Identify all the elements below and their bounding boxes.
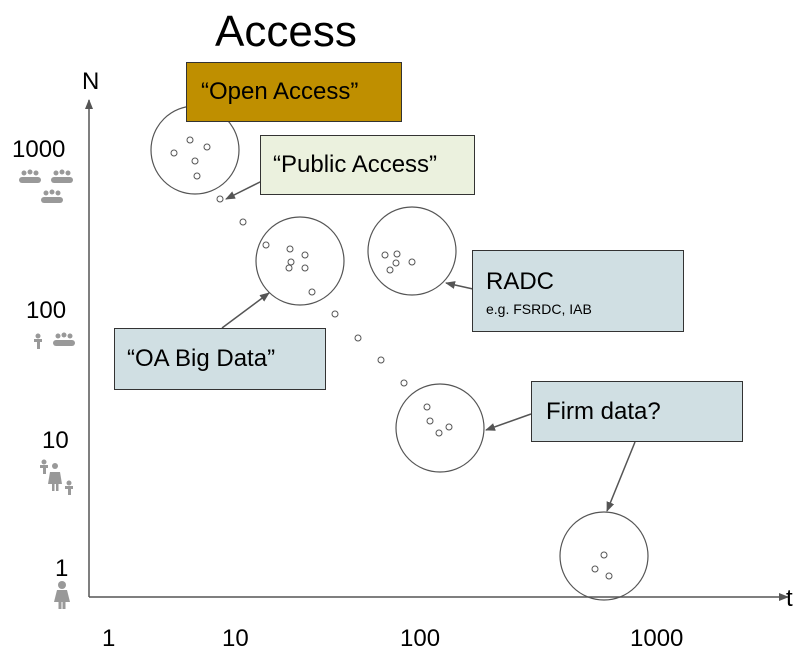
radc-box: RADC e.g. FSRDC, IAB [472, 250, 684, 332]
open-access-box: “Open Access” [186, 62, 402, 122]
firm-data-arrow-1 [485, 413, 532, 431]
trend-dots [216, 195, 408, 387]
cluster-dot [408, 258, 416, 266]
y-tick-label: 1 [55, 555, 69, 582]
cluster-dot [605, 572, 613, 580]
single-person-icon [54, 581, 70, 609]
oa-big-data-cluster [255, 216, 345, 306]
cluster-dot [286, 245, 294, 253]
trend-dot [377, 356, 385, 364]
trend-dot [354, 334, 362, 342]
radc-cluster [367, 206, 457, 296]
person-and-group-icon [34, 332, 75, 349]
small-group-icon [40, 459, 73, 495]
cluster-dot [591, 565, 599, 573]
cluster-dot [381, 251, 389, 259]
public-access-arrow [225, 180, 263, 200]
firm-data-cluster [395, 383, 485, 473]
x-axis-label: t [786, 585, 793, 612]
cluster-dot [285, 264, 293, 272]
radc-arrow [445, 281, 474, 290]
single-cluster [559, 511, 649, 601]
x-tick-label: 1000 [630, 625, 684, 652]
trend-dot [331, 310, 339, 318]
oa-big-data-label: “OA Big Data” [127, 345, 276, 372]
cluster-dot [392, 259, 400, 267]
x-tick-label: 10 [222, 625, 249, 652]
radc-label: RADC [486, 268, 555, 295]
radc-sublabel: e.g. FSRDC, IAB [486, 301, 592, 317]
y-axis-label: N [82, 68, 100, 95]
people-group-icon [19, 169, 73, 203]
cluster-dot [308, 288, 316, 296]
trend-dot [400, 379, 408, 387]
cluster-dot [301, 264, 309, 272]
firm-data-label: Firm data? [546, 398, 661, 425]
cluster-dot [301, 251, 309, 259]
oa-big-data-arrow [221, 292, 270, 329]
cluster-dot [287, 258, 295, 266]
cluster-dot [262, 241, 270, 249]
cluster-dot [186, 136, 194, 144]
trend-dot [239, 218, 247, 226]
public-access-label: “Public Access” [273, 151, 438, 178]
cluster-dot [393, 250, 401, 258]
cluster-dot [193, 172, 201, 180]
cluster-dot [600, 551, 608, 559]
firm-data-arrow-2 [606, 441, 636, 512]
x-tick-label: 100 [400, 625, 441, 652]
x-tick-label: 1 [102, 625, 116, 652]
cluster-dot [435, 429, 443, 437]
trend-dot [216, 195, 224, 203]
cluster-dot [170, 149, 178, 157]
cluster-dot [386, 266, 394, 274]
diagram-title: Access [215, 7, 357, 56]
oa-big-data-box: “OA Big Data” [114, 328, 326, 390]
cluster-dot [426, 417, 434, 425]
y-tick-label: 1000 [12, 136, 66, 163]
cluster-dot [191, 157, 199, 165]
public-access-box: “Public Access” [260, 135, 475, 195]
y-tick-label: 10 [42, 427, 69, 454]
firm-data-box: Firm data? [531, 381, 743, 442]
cluster-dot [423, 403, 431, 411]
y-tick-label: 100 [26, 297, 67, 324]
open-access-label: “Open Access” [201, 78, 359, 105]
cluster-dot [445, 423, 453, 431]
cluster-dot [203, 143, 211, 151]
